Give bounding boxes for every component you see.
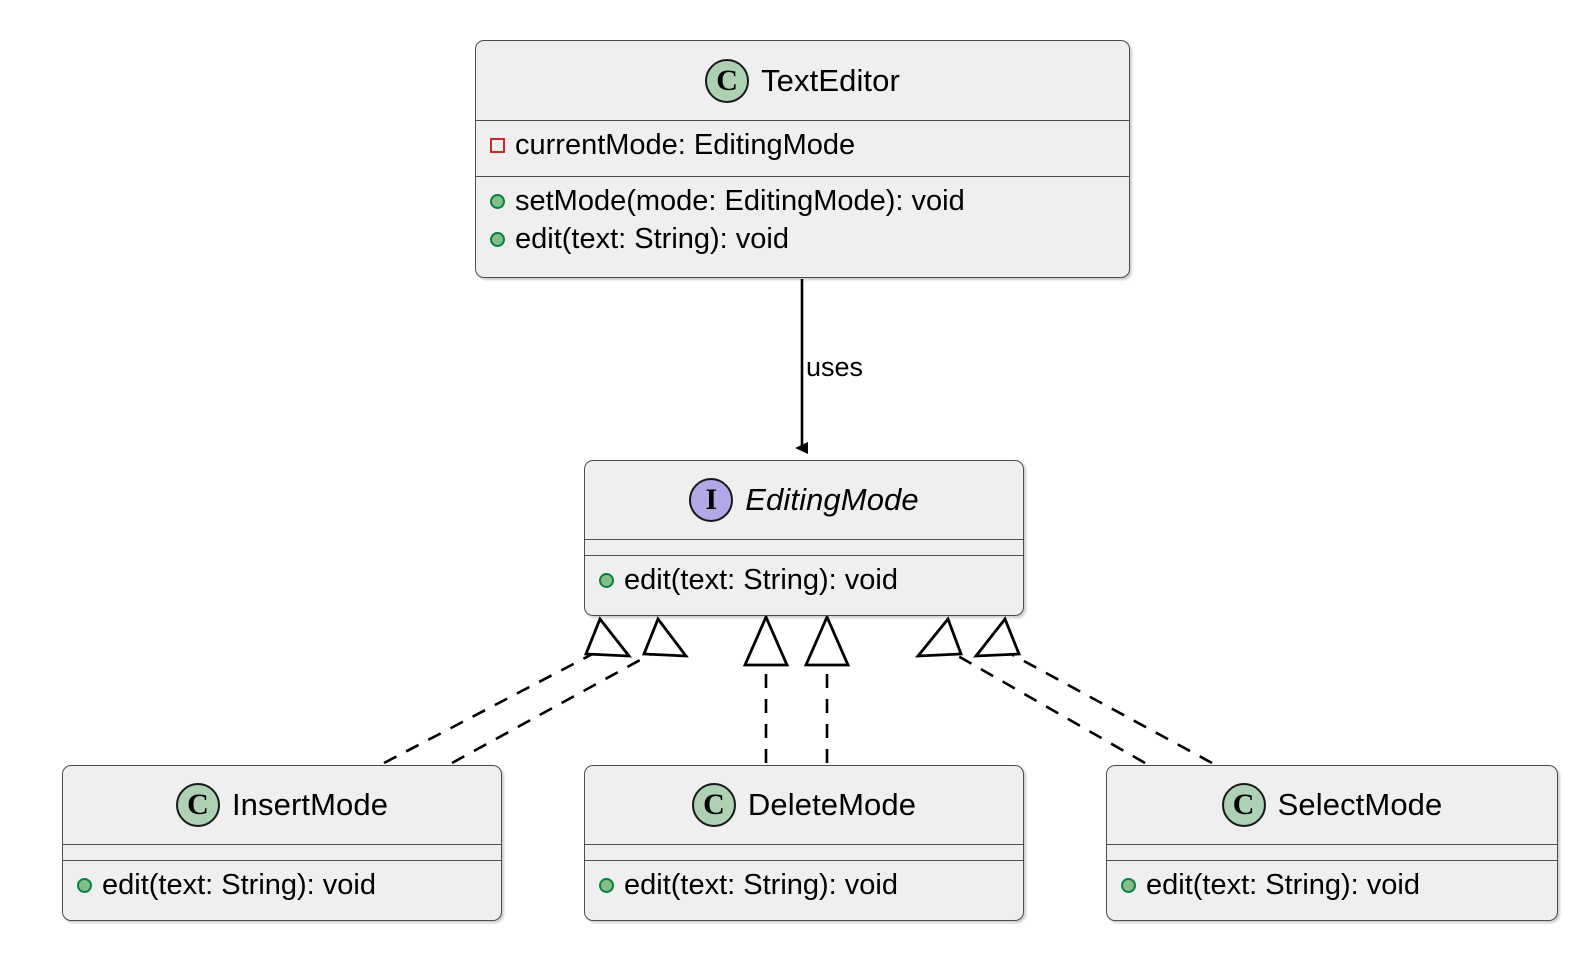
public-method-icon [77, 877, 92, 893]
class-icon: C [175, 783, 220, 827]
class-icon: C [1221, 783, 1266, 827]
class-title: InsertMode [231, 787, 389, 822]
methods-compartment-editingmode: edit(text: String): void [585, 555, 1023, 617]
methods-compartment-deletemode: edit(text: String): void [585, 860, 1023, 922]
methods-compartment-texteditor: setMode(mode: EditingMode): void edit(te… [476, 176, 1129, 279]
class-title: DeleteMode [747, 787, 917, 822]
method-label: edit(text: String): void [624, 564, 898, 596]
class-title: TextEditor [761, 62, 900, 98]
public-method-icon [599, 877, 614, 893]
method-row[interactable]: setMode(mode: EditingMode): void [476, 182, 1129, 220]
class-icon: C [691, 783, 736, 827]
method-row[interactable]: edit(text: String): void [585, 561, 1023, 599]
field-row[interactable]: currentMode: EditingMode [476, 126, 1129, 164]
interface-node-editingmode[interactable]: I EditingMode edit(text: String): void [584, 460, 1024, 616]
method-row[interactable]: edit(text: String): void [476, 220, 1129, 258]
public-method-icon [490, 231, 505, 247]
public-method-icon [490, 193, 505, 209]
edge-realization-selectmode [914, 616, 1213, 765]
class-node-texteditor[interactable]: C TextEditor currentMode: EditingMode se… [475, 40, 1130, 278]
method-label: edit(text: String): void [624, 869, 898, 901]
field-label: currentMode: EditingMode [515, 129, 856, 161]
class-header-insertmode: C InsertMode [63, 766, 501, 844]
class-icon: C [705, 58, 750, 103]
fields-compartment-deletemode [585, 844, 1023, 860]
fields-compartment-insertmode [63, 844, 501, 860]
private-field-icon [490, 137, 505, 153]
edge-realization-deletemode [742, 613, 851, 763]
interface-icon: I [689, 478, 734, 522]
fields-compartment-selectmode [1107, 844, 1557, 860]
class-header-selectmode: C SelectMode [1107, 766, 1557, 844]
edge-realization-insertmode [383, 616, 689, 765]
interface-title: EditingMode [745, 482, 919, 517]
class-node-selectmode[interactable]: C SelectMode edit(text: String): void [1106, 765, 1558, 921]
class-node-insertmode[interactable]: C InsertMode edit(text: String): void [62, 765, 502, 921]
method-label: setMode(mode: EditingMode): void [515, 185, 965, 217]
edge-label-uses: uses [806, 352, 864, 382]
class-title: SelectMode [1277, 787, 1443, 822]
fields-compartment-editingmode [585, 539, 1023, 555]
class-header-texteditor: C TextEditor [476, 41, 1129, 120]
method-row[interactable]: edit(text: String): void [585, 866, 1023, 904]
public-method-icon [1121, 877, 1136, 893]
public-method-icon [599, 572, 614, 588]
method-label: edit(text: String): void [1146, 869, 1420, 901]
methods-compartment-selectmode: edit(text: String): void [1107, 860, 1557, 922]
method-row[interactable]: edit(text: String): void [63, 866, 501, 904]
interface-header-editingmode: I EditingMode [585, 461, 1023, 539]
fields-compartment-texteditor: currentMode: EditingMode [476, 120, 1129, 176]
method-label: edit(text: String): void [102, 869, 376, 901]
method-row[interactable]: edit(text: String): void [1107, 866, 1557, 904]
methods-compartment-insertmode: edit(text: String): void [63, 860, 501, 922]
class-header-deletemode: C DeleteMode [585, 766, 1023, 844]
class-node-deletemode[interactable]: C DeleteMode edit(text: String): void [584, 765, 1024, 921]
method-label: edit(text: String): void [515, 223, 789, 255]
